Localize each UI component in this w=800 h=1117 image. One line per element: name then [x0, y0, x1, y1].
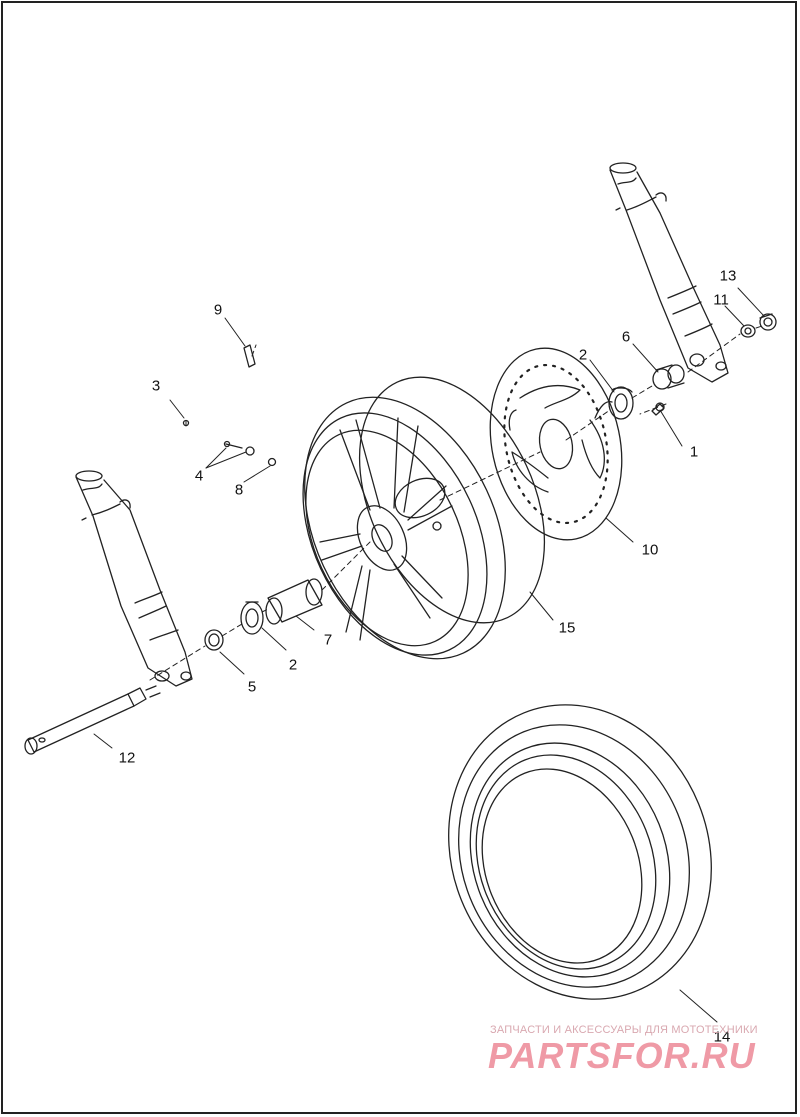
- spacer-sleeve: [265, 578, 323, 625]
- spacer-right: [652, 364, 685, 390]
- nut-13: [759, 313, 777, 331]
- washer-11: [740, 324, 756, 338]
- axle: [24, 685, 161, 755]
- seal-left: [204, 629, 224, 651]
- callout-3: 3: [151, 377, 161, 395]
- assembly-centerlines: [149, 325, 763, 681]
- tire: [448, 704, 712, 1000]
- bearing-right: [608, 386, 634, 420]
- washer-8: [267, 457, 277, 467]
- screw-1: [651, 402, 665, 416]
- callout-2-left: 2: [288, 656, 298, 674]
- callout-15: 15: [558, 619, 576, 637]
- callout-6: 6: [621, 328, 631, 346]
- callout-1: 1: [689, 443, 699, 461]
- callout-13: 13: [719, 267, 737, 285]
- leader-lines: [93, 287, 765, 1023]
- callout-9: 9: [213, 301, 223, 319]
- left-fork-slider: [75, 470, 193, 687]
- callout-12: 12: [118, 749, 136, 767]
- callout-7: 7: [323, 631, 333, 649]
- callout-10: 10: [641, 541, 659, 559]
- watermark-brand: PARTSFOR.RU: [488, 1035, 756, 1076]
- callout-11: 11: [713, 291, 729, 309]
- callout-8: 8: [234, 481, 244, 499]
- bearing-left: [240, 601, 264, 635]
- watermark-tagline: ЗАПЧАСТИ И АКСЕССУАРЫ ДЛЯ МОТОТЕХНИКИ: [490, 1024, 758, 1036]
- callout-2-right: 2: [578, 346, 588, 364]
- brake-rotor: [489, 347, 623, 541]
- cast-wheel: [302, 376, 546, 660]
- part-9: [243, 344, 256, 368]
- callout-14: 14: [713, 1028, 731, 1046]
- callout-4: 4: [194, 467, 204, 485]
- callout-5: 5: [247, 678, 257, 696]
- screws-4: [223, 440, 255, 456]
- right-fork-slider: [609, 162, 729, 383]
